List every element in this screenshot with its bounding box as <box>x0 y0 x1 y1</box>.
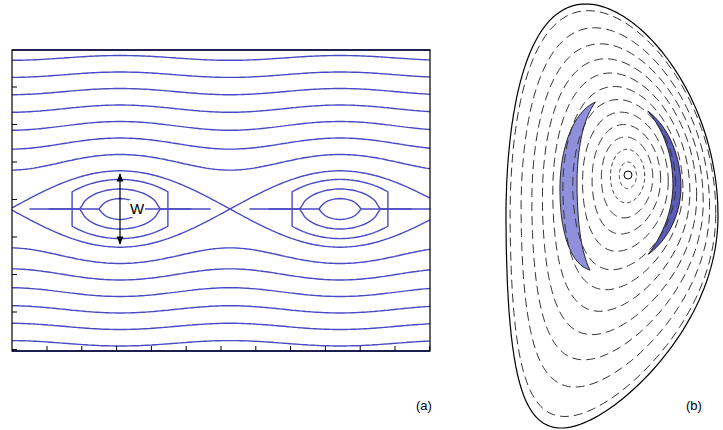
field-line <box>12 306 430 313</box>
flux-surface <box>592 125 661 234</box>
panel-label: (a) <box>416 399 432 412</box>
flux-surface <box>532 44 703 360</box>
field-line <box>12 341 430 346</box>
flux-surface <box>601 137 652 218</box>
field-line <box>12 248 430 264</box>
flux-surface <box>553 73 690 311</box>
magnetic-axis <box>624 171 632 179</box>
flux-surfaces <box>506 4 718 428</box>
flux-surface <box>619 162 636 189</box>
axis-ticks <box>12 87 430 351</box>
island <box>560 102 596 270</box>
island-contour <box>269 189 412 229</box>
field-line <box>12 89 430 95</box>
field-line <box>12 122 430 131</box>
field-lines <box>12 50 431 351</box>
field-line <box>12 105 430 112</box>
panel-label: (b) <box>686 399 702 412</box>
flux-surface <box>610 149 644 203</box>
field-line <box>12 138 430 149</box>
field-line <box>12 155 430 171</box>
width-label: W <box>129 200 145 217</box>
plot-frame <box>12 50 430 351</box>
flux-surface <box>583 112 669 251</box>
plasma-boundary <box>506 4 718 428</box>
flux-surface <box>563 87 683 290</box>
field-line <box>12 72 430 77</box>
field-line <box>12 288 430 297</box>
island-contour <box>292 179 388 238</box>
field-line <box>12 323 430 329</box>
flux-surface <box>573 100 676 270</box>
field-line <box>12 269 430 280</box>
width-arrow <box>119 174 120 244</box>
flux-surface <box>510 11 716 417</box>
field-line <box>12 56 430 61</box>
